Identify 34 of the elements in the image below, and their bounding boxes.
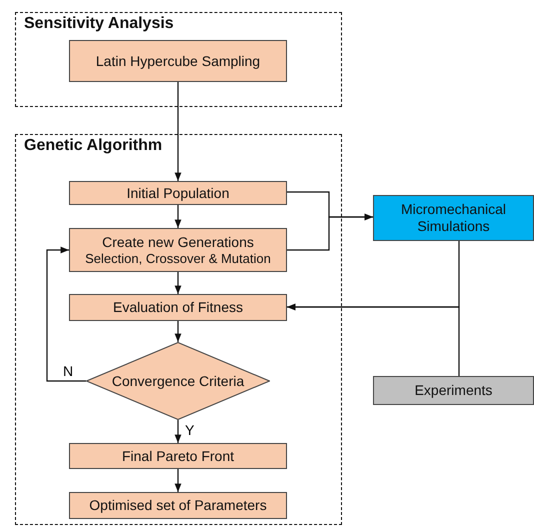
step-label: Final Pareto Front (122, 448, 234, 464)
step-label: Create new Generations (102, 234, 254, 250)
step-label: Evaluation of Fitness (113, 299, 243, 316)
step-detail: Selection, Crossover & Mutation (85, 250, 271, 266)
step-label: Latin Hypercube Sampling (96, 52, 260, 70)
process-box (373, 195, 534, 241)
group-heading: Sensitivity Analysis (24, 15, 174, 33)
step-label: Initial Population (126, 184, 230, 202)
arrow (174, 469, 182, 492)
process-box (373, 376, 534, 405)
dashed-group-frame (15, 134, 342, 525)
process-box (69, 492, 287, 519)
decision-label: Convergence Criteria (112, 372, 244, 390)
arrow (174, 82, 182, 181)
arrow (46, 246, 86, 382)
arrow (174, 205, 182, 228)
edge-label: N (62, 364, 74, 379)
arrow (287, 304, 460, 376)
process-box (69, 294, 287, 321)
step-label: Micromechanical Simulations (400, 201, 508, 235)
step-label: Experiments (414, 382, 492, 399)
process-box (69, 40, 287, 82)
arrow (287, 214, 373, 251)
decision-diamond (86, 342, 270, 420)
arrow (174, 321, 182, 342)
process-box (69, 181, 287, 205)
arrow (174, 272, 182, 294)
process-box (69, 443, 287, 469)
dashed-group-frame (15, 12, 342, 107)
step-label: Optimised set of Parameters (89, 497, 267, 514)
arrow (174, 420, 182, 443)
process-box (69, 228, 287, 272)
edge-label: Y (184, 423, 196, 438)
group-heading: Genetic Algorithm (24, 137, 162, 155)
